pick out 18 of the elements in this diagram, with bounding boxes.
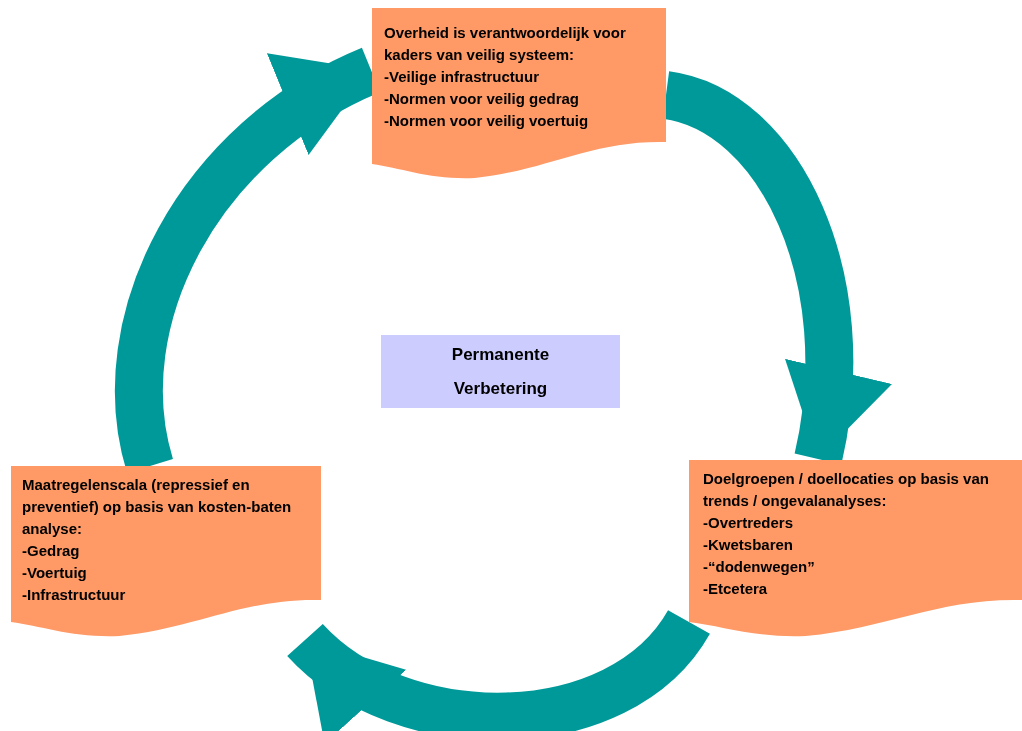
center-label: Permanente Verbetering	[450, 343, 551, 400]
list-item: -Infrastructuur	[22, 585, 127, 605]
note-heading: Maatregelenscala (repressief en preventief) op basis van kosten-baten analyse:	[22, 475, 293, 539]
note-heading: Overheid is verantwoordelijk voor kaders van veilig systeem:	[384, 23, 627, 65]
list-item: -Kwetsbaren	[703, 535, 795, 555]
list-item: -Normen voor veilig gedrag	[384, 89, 581, 109]
note-box	[372, 8, 666, 180]
list-item: -Etcetera	[703, 579, 769, 599]
list-item: -Normen voor veilig voertuig	[384, 111, 590, 131]
list-item: -Veilige infrastructuur	[384, 67, 541, 87]
center-label-box	[381, 335, 620, 408]
note-box	[689, 460, 1022, 638]
list-item: -Gedrag	[22, 541, 81, 561]
note-heading: Doelgroepen / doellocaties op basis van trends / ongevalanalyses:	[703, 469, 990, 511]
list-item: -“dodenwegen”	[703, 557, 816, 577]
list-item: -Voertuig	[22, 563, 88, 583]
list-item: -Overtreders	[703, 513, 795, 533]
note-box	[11, 466, 321, 638]
